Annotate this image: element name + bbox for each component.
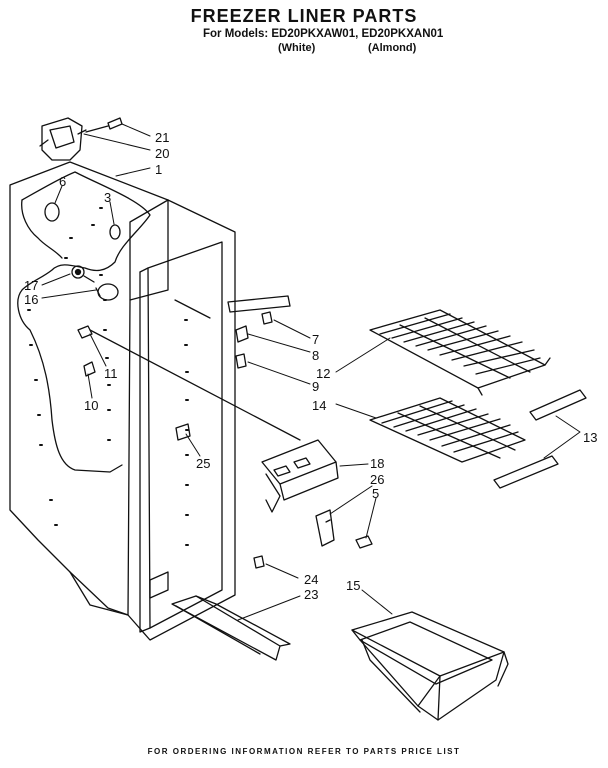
callout-7: 7	[312, 332, 319, 347]
callout-6: 6	[59, 174, 66, 189]
callout-23: 23	[304, 587, 318, 602]
ordering-note: FOR ORDERING INFORMATION REFER TO PARTS …	[147, 747, 461, 756]
callout-5: 5	[372, 486, 379, 501]
storage-bin	[351, 611, 509, 721]
callout-12: 12	[316, 366, 330, 381]
plug-part	[44, 202, 60, 222]
callout-25: 25	[196, 456, 210, 471]
callout-3: 3	[104, 190, 111, 205]
small-brackets	[227, 295, 291, 369]
callout-9: 9	[312, 379, 319, 394]
callout-1: 1	[155, 162, 162, 177]
channel-bracket	[261, 439, 339, 513]
callout-11: 11	[104, 366, 118, 381]
models-line: For Models: ED20PKXAW01, ED20PKXAN01	[203, 28, 444, 40]
wire-shelf-lower	[369, 397, 526, 463]
variant-almond: (Almond)	[368, 42, 417, 54]
variant-white: (White)	[278, 42, 316, 54]
callout-18: 18	[370, 456, 384, 471]
callout-14: 14	[312, 398, 326, 413]
callout-20: 20	[155, 146, 169, 161]
wire-shelf-upper	[369, 309, 551, 396]
callout-13: 13	[583, 430, 597, 445]
callout-8: 8	[312, 348, 319, 363]
callout-15: 15	[346, 578, 360, 593]
callout-26: 26	[370, 472, 384, 487]
callout-24: 24	[304, 572, 318, 587]
freezer-liner	[9, 161, 301, 641]
leader-lines	[41, 123, 581, 621]
page-title: FREEZER LINER PARTS	[190, 6, 418, 26]
support-rail	[171, 595, 291, 661]
light-socket-bulb	[71, 265, 119, 301]
callout-10: 10	[84, 398, 98, 413]
callout-16: 16	[24, 292, 38, 307]
top-bracket-assembly	[39, 117, 123, 161]
callout-17: 17	[24, 278, 38, 293]
callout-21: 21	[155, 130, 169, 145]
callout-numbers: 21 20 1 6 3 17 16 11 10 7 8 9 12 14 13 1…	[24, 130, 597, 602]
shelf-trims	[493, 389, 587, 489]
